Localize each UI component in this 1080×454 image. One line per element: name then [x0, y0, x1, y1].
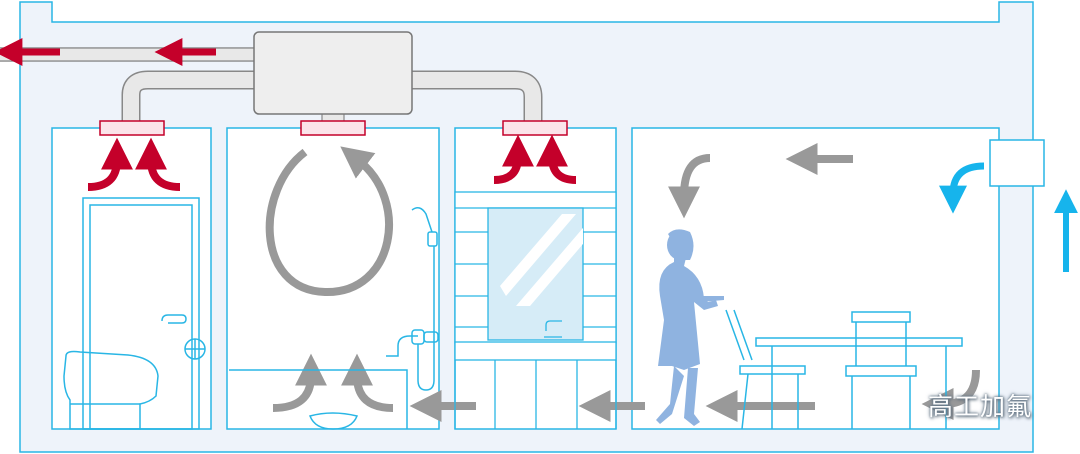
living-room-furniture	[725, 309, 963, 430]
toilet-icon	[63, 350, 159, 430]
room-exhaust-arrows	[87, 134, 577, 191]
curl-arrow	[921, 369, 980, 420]
curl-arrow	[668, 154, 711, 219]
ventilation-unit	[253, 31, 413, 115]
bathtub-edge	[229, 369, 408, 429]
room-toilet	[51, 127, 212, 430]
cabinet	[454, 360, 617, 429]
tap-icon	[544, 320, 562, 338]
curl-arrow	[341, 353, 394, 412]
curl-arrow	[493, 134, 534, 184]
inlet-vent	[989, 139, 1045, 187]
exhaust-grilles	[99, 120, 568, 136]
washroom-contents	[454, 191, 617, 429]
shower-head-icon	[411, 207, 433, 233]
door-handle-icon	[161, 314, 187, 324]
watermark-text: 高工加氟	[928, 392, 1033, 421]
curl-arrow	[135, 137, 181, 191]
toilet-room-contents	[63, 197, 206, 430]
curl-arrow	[87, 137, 133, 191]
faucet-icon	[386, 335, 418, 357]
chair-left	[725, 309, 806, 430]
chair-right	[845, 311, 917, 429]
curl-arrow	[536, 134, 577, 184]
fresh-air-curl-arrow	[939, 162, 985, 214]
shower-pipe	[417, 246, 435, 391]
grille-toilet	[99, 120, 165, 136]
counter	[454, 341, 617, 361]
bathroom-contents	[229, 207, 439, 430]
mirror	[487, 207, 584, 341]
grille-washroom	[502, 120, 568, 136]
person-silhouette	[656, 229, 724, 426]
wash-bowl-icon	[309, 412, 359, 430]
grille-bathroom	[300, 120, 366, 136]
loop-arrow	[265, 146, 393, 297]
table	[755, 337, 963, 429]
curl-arrow	[272, 353, 327, 412]
fresh-air-inlet	[939, 139, 1078, 272]
